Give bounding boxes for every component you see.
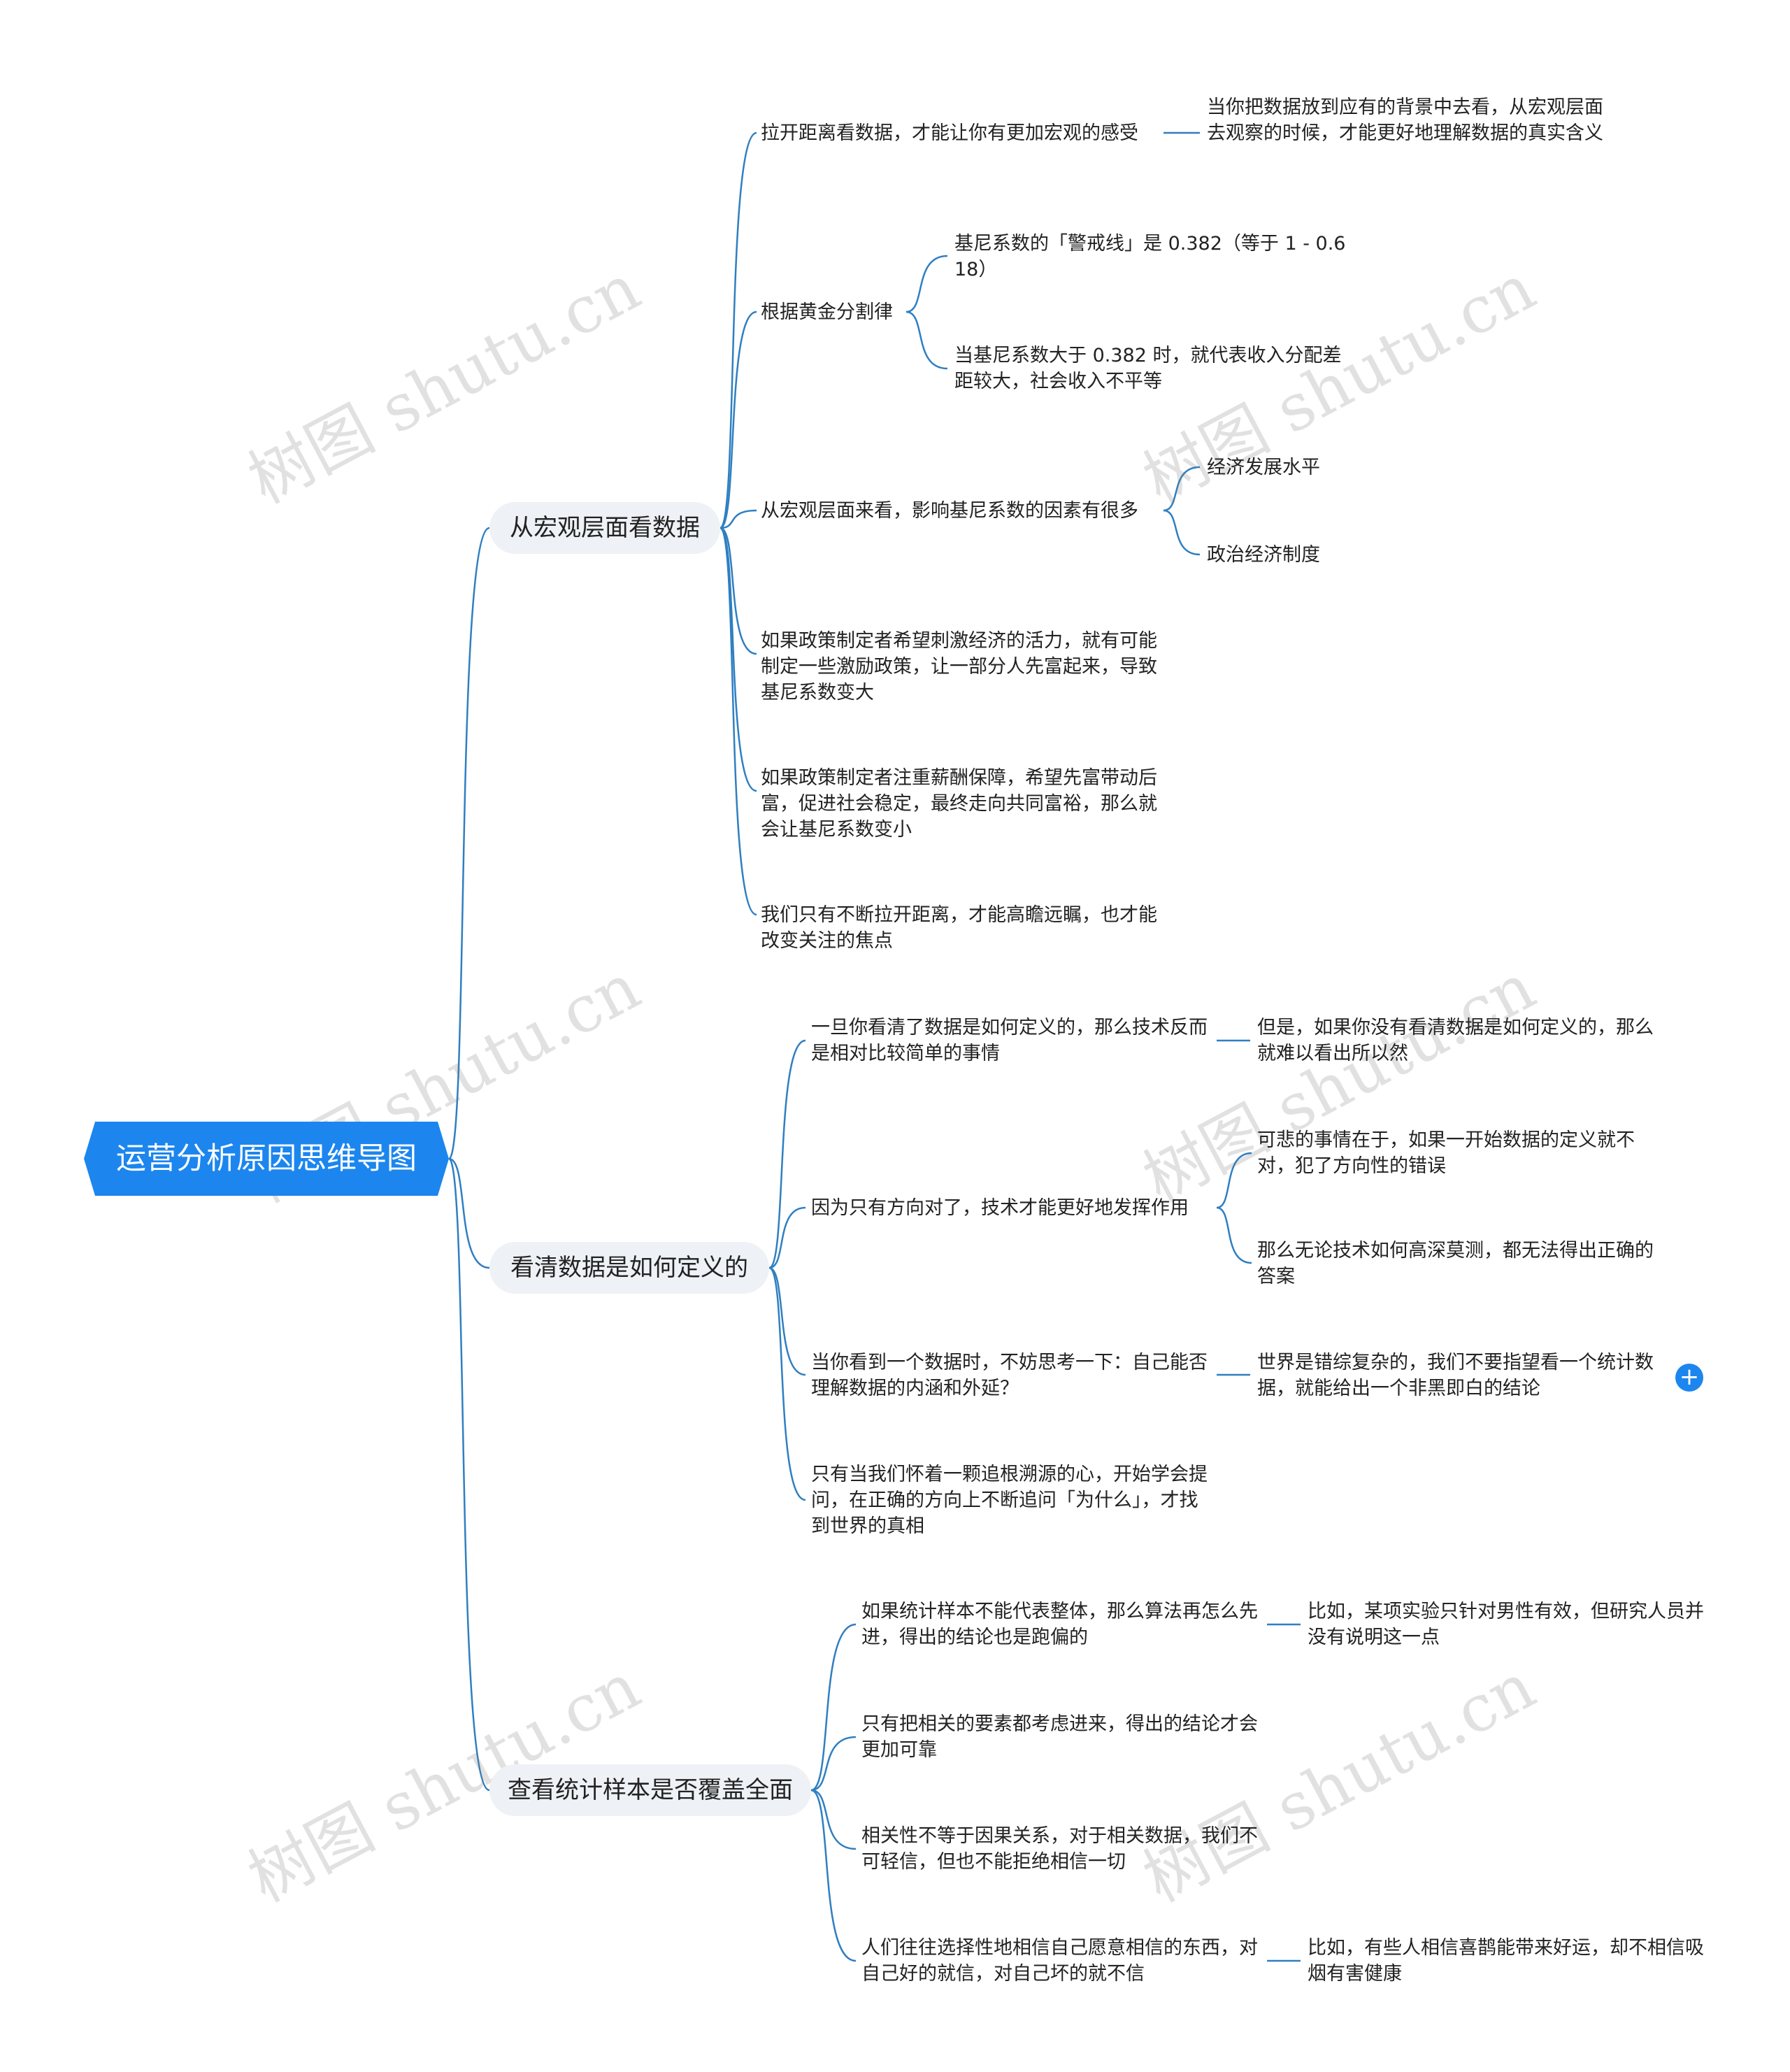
branch-subtopic-connector — [810, 1623, 857, 1792]
expand-plus-icon[interactable]: + — [1675, 1364, 1703, 1392]
subtopic-detail-connector — [1163, 466, 1201, 512]
branch-topic[interactable]: 查看统计样本是否覆盖全面 — [489, 1764, 811, 1816]
subtopic[interactable]: 如果政策制定者注重薪酬保障，希望先富带动后富，促进社会稳定，最终走向共同富裕，那… — [761, 767, 1157, 841]
subtopic-detail-connector — [905, 310, 948, 370]
branch-subtopic-connector — [768, 1266, 806, 1376]
branch-subtopic-connector — [768, 1266, 806, 1501]
root-branch-connector — [448, 1157, 490, 1792]
branch-subtopic-connector — [719, 131, 757, 529]
branch-subtopic-connector — [719, 527, 757, 792]
subtopic[interactable]: 只有把相关的要素都考虑进来，得出的结论才会更加可靠 — [861, 1713, 1258, 1761]
subtopic[interactable]: 只有当我们怀着一颗追根溯源的心，开始学会提问，在正确的方向上不断追问「为什么」，… — [811, 1464, 1208, 1537]
branch-subtopic-connector — [719, 509, 757, 529]
branch-subtopic-connector — [719, 527, 757, 655]
subtopic[interactable]: 相关性不等于因果关系，对于相关数据，我们不可轻信，但也不能拒绝相信一切 — [861, 1825, 1258, 1873]
branch-subtopic-connector — [719, 310, 757, 529]
detail-topic[interactable]: 可悲的事情在于，如果一开始数据的定义就不对，犯了方向性的错误 — [1257, 1129, 1635, 1177]
branch-subtopic-connector — [768, 1206, 806, 1269]
branch-subtopic-connector — [768, 1039, 806, 1269]
root-branch-connector — [448, 527, 490, 1160]
branch-subtopic-connector — [719, 527, 757, 916]
subtopic[interactable]: 根据黄金分割律 — [761, 301, 893, 323]
subtopic-detail-connector — [905, 255, 948, 313]
branch-topic[interactable]: 看清数据是如何定义的 — [489, 1242, 769, 1294]
detail-topic[interactable]: 世界是错综复杂的，我们不要指望看一个统计数据，就能给出一个非黑即白的结论 — [1257, 1352, 1654, 1399]
subtopic-detail-connector — [1216, 1206, 1252, 1264]
root-branch-connector — [448, 1157, 490, 1269]
subtopic[interactable]: 如果统计样本不能代表整体，那么算法再怎么先进，得出的结论也是跑偏的 — [861, 1601, 1258, 1648]
detail-topic[interactable]: 比如，有些人相信喜鹊能带来好运，却不相信吸烟有害健康 — [1308, 1937, 1704, 1985]
subtopic[interactable]: 如果政策制定者希望刺激经济的活力，就有可能制定一些激励政策，让一部分人先富起来，… — [761, 630, 1157, 703]
subtopic-detail-connector — [1216, 1152, 1252, 1209]
subtopic[interactable]: 从宏观层面来看，影响基尼系数的因素有很多 — [761, 500, 1138, 522]
branch-subtopic-connector — [810, 1736, 857, 1792]
root-topic[interactable]: 运营分析原因思维导图 — [84, 1122, 449, 1196]
subtopic[interactable]: 我们只有不断拉开距离，才能高瞻远瞩，也才能改变关注的焦点 — [761, 904, 1157, 952]
detail-topic[interactable]: 基尼系数的「警戒线」是 0.382（等于 1 - 0.618） — [954, 233, 1346, 280]
detail-topic[interactable]: 当基尼系数大于 0.382 时，就代表收入分配差距较大，社会收入不平等 — [954, 345, 1342, 392]
detail-topic[interactable]: 但是，如果你没有看清数据是如何定义的，那么就难以看出所以然 — [1257, 1017, 1654, 1064]
branch-subtopic-connector — [810, 1789, 857, 1850]
detail-topic[interactable]: 比如，某项实验只针对男性有效，但研究人员并没有说明这一点 — [1308, 1601, 1704, 1648]
subtopic[interactable]: 因为只有方向对了，技术才能更好地发挥作用 — [811, 1197, 1189, 1219]
branch-topic[interactable]: 从宏观层面看数据 — [489, 502, 720, 554]
subtopic[interactable]: 人们往往选择性地相信自己愿意相信的东西，对自己好的就信，对自己坏的就不信 — [861, 1937, 1258, 1985]
detail-topic[interactable]: 经济发展水平 — [1207, 457, 1320, 478]
detail-topic[interactable]: 政治经济制度 — [1207, 544, 1320, 566]
branch-subtopic-connector — [810, 1789, 857, 1962]
detail-topic[interactable]: 那么无论技术如何高深莫测，都无法得出正确的答案 — [1257, 1240, 1654, 1287]
subtopic-detail-connector — [1163, 509, 1201, 556]
subtopic[interactable]: 当你看到一个数据时，不妨思考一下：自己能否理解数据的内涵和外延？ — [811, 1352, 1208, 1399]
detail-topic[interactable]: 当你把数据放到应有的背景中去看，从宏观层面去观察的时候，才能更好地理解数据的真实… — [1207, 97, 1603, 144]
subtopic[interactable]: 拉开距离看数据，才能让你有更加宏观的感受 — [761, 122, 1138, 144]
subtopic[interactable]: 一旦你看清了数据是如何定义的，那么技术反而是相对比较简单的事情 — [811, 1017, 1208, 1064]
